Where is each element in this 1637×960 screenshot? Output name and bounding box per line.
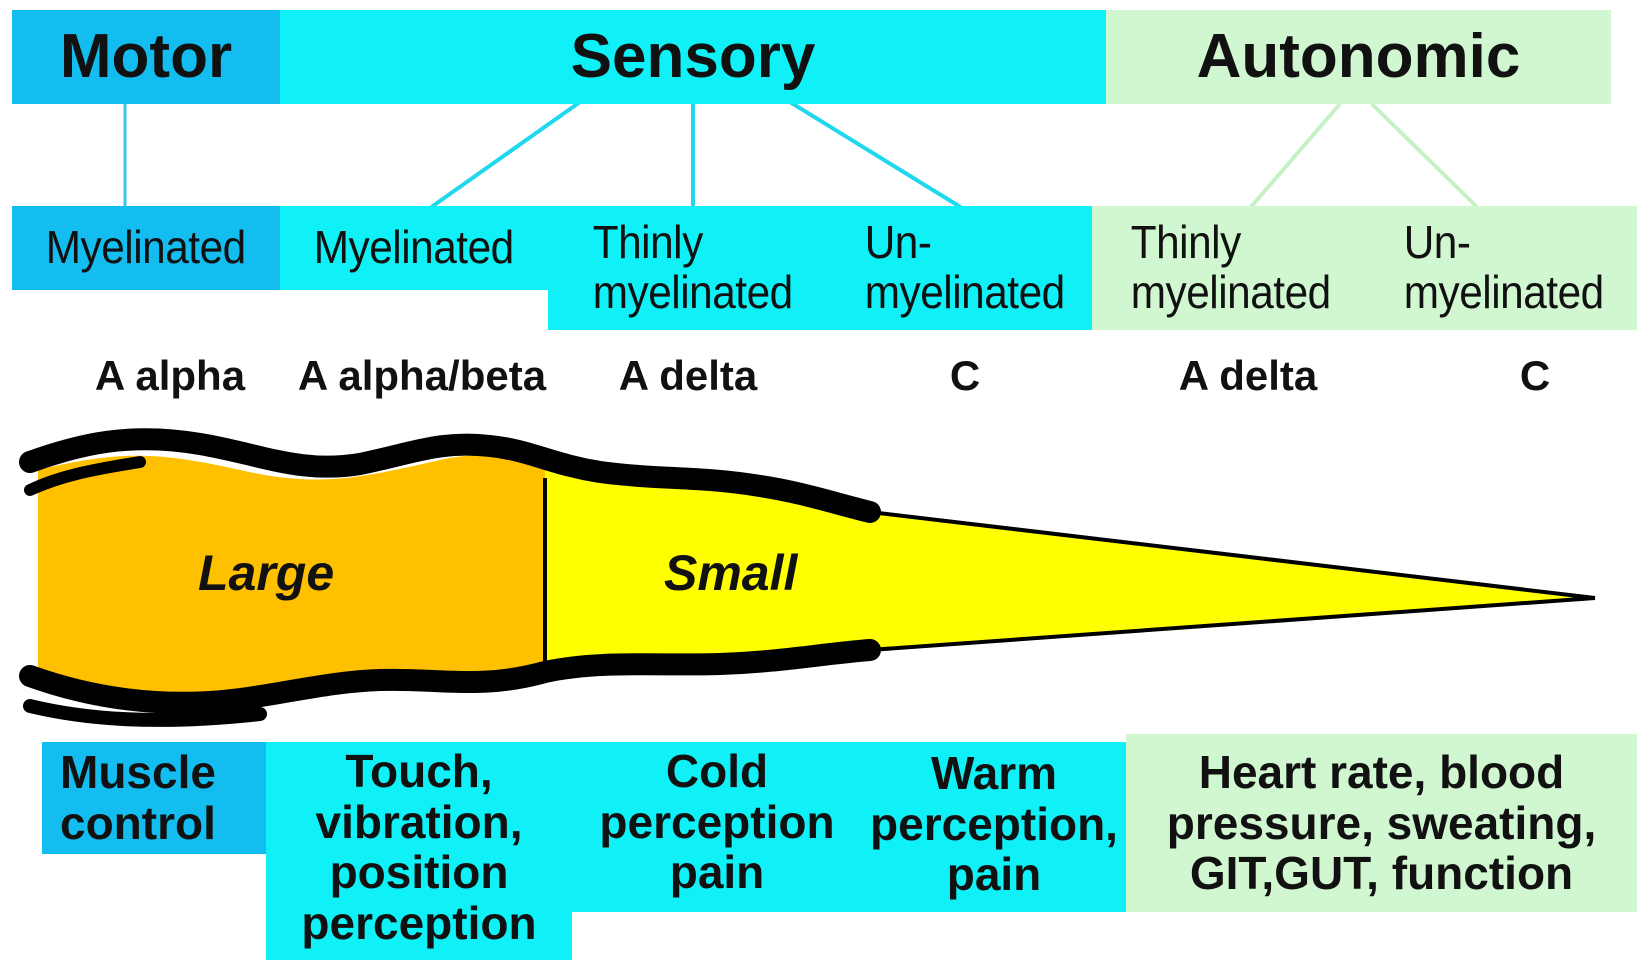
small-fiber-label: Small [664, 544, 797, 602]
muscle-control-text: Muscle control [60, 747, 216, 848]
cold-function-box: Cold perception pain [572, 742, 862, 912]
large-fiber-label: Large [198, 544, 334, 602]
muscle-control-box: Muscle control [42, 742, 266, 854]
touch-function-text: Touch, vibration, position perception [301, 746, 536, 948]
warm-function-text: Warm perception, pain [870, 748, 1118, 900]
touch-function-box: Touch, vibration, position perception [266, 742, 572, 960]
autonomic-function-text: Heart rate, blood pressure, sweating, GI… [1167, 747, 1597, 899]
warm-function-box: Warm perception, pain [862, 742, 1126, 912]
cold-function-text: Cold perception pain [599, 746, 834, 898]
autonomic-function-box: Heart rate, blood pressure, sweating, GI… [1126, 734, 1637, 912]
